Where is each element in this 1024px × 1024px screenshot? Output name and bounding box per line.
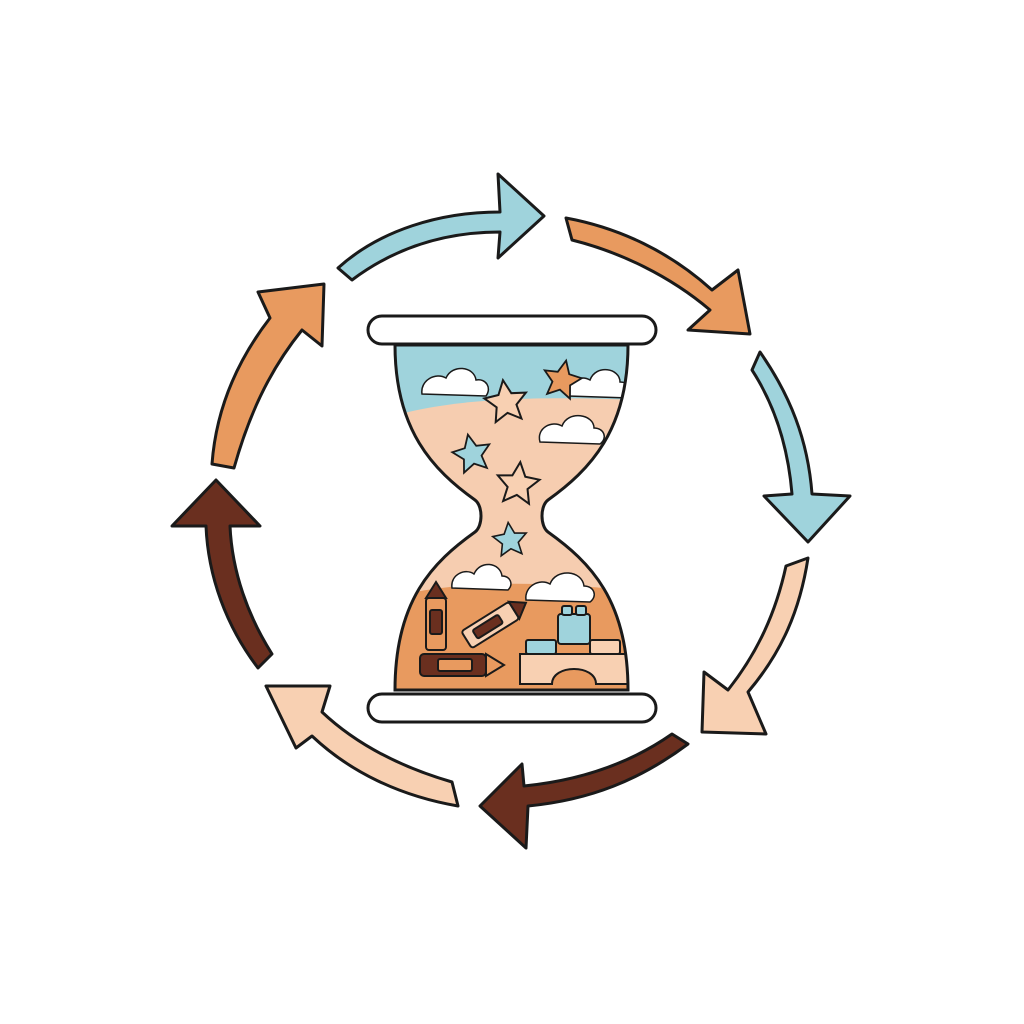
crayon-icon (424, 580, 448, 651)
hourglass-contents (395, 345, 628, 690)
cycle-arrows (170, 172, 852, 850)
arrow-icon (264, 684, 460, 808)
cloud-icon (525, 572, 595, 603)
hourglass-glass (393, 343, 630, 692)
hourglass-bottom-cap (366, 692, 658, 724)
hourglass (366, 314, 658, 724)
toy-block-icon (519, 605, 628, 685)
arrow-icon (750, 350, 852, 544)
arrow-icon (336, 172, 546, 282)
arrow-icon (210, 282, 326, 470)
arrow-icon (564, 216, 752, 336)
arrow-icon (478, 732, 690, 850)
cloud-icon (451, 563, 512, 591)
hourglass-top-cap (366, 314, 658, 346)
cloud-icon (538, 415, 605, 445)
cloud-icon (421, 367, 490, 397)
arrow-icon (700, 556, 810, 736)
crayon-icon (461, 600, 528, 649)
crayon-icon (419, 652, 506, 678)
arrow-icon (170, 478, 274, 670)
